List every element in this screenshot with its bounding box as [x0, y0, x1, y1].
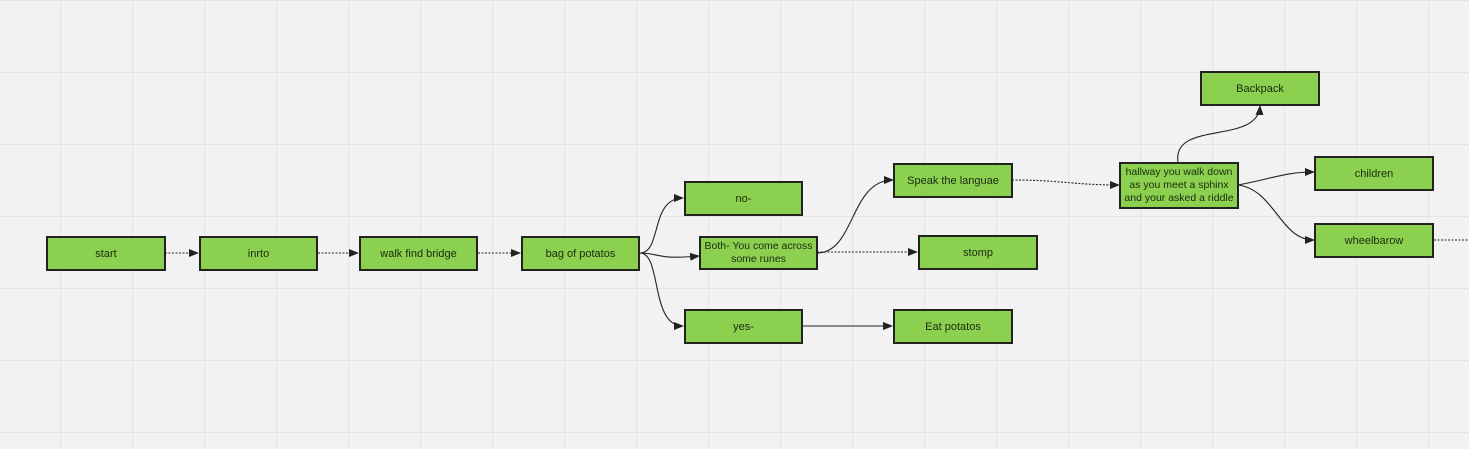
edge-hallway-backpack[interactable] [1175, 105, 1264, 172]
node-start-label: start [95, 247, 117, 260]
node-no[interactable]: no- [684, 181, 803, 216]
node-children-label: children [1354, 167, 1394, 180]
node-children[interactable]: children [1314, 156, 1434, 191]
node-yes[interactable]: yes- [684, 309, 803, 344]
node-speak-the-languae[interactable]: Speak the languae [893, 163, 1013, 198]
node-bag-of-potatos-label: bag of potatos [545, 247, 616, 260]
edge-bag-both[interactable] [639, 252, 700, 261]
node-speak-the-languae-label: Speak the languae [907, 174, 999, 187]
node-hallway-label: hallway you walk down as you meet a sphi… [1124, 166, 1234, 204]
node-backpack[interactable]: Backpack [1200, 71, 1320, 106]
node-hallway[interactable]: hallway you walk down as you meet a sphi… [1119, 162, 1239, 209]
node-start[interactable]: start [46, 236, 166, 271]
edge-bag-no[interactable] [639, 194, 684, 254]
node-walk-find-bridge-label: walk find bridge [380, 247, 457, 260]
node-eat-potatos[interactable]: Eat potatos [893, 309, 1013, 344]
node-walk-find-bridge[interactable]: walk find bridge [359, 236, 478, 271]
node-both[interactable]: Both- You come across some runes [699, 236, 818, 270]
edge-both-speak[interactable] [816, 176, 894, 254]
node-wheelbarow-label: wheelbarow [1344, 234, 1404, 247]
node-stomp[interactable]: stomp [918, 235, 1038, 270]
node-yes-label: yes- [733, 320, 754, 333]
node-stomp-label: stomp [963, 246, 993, 259]
node-no-label: no- [735, 192, 752, 205]
node-inrto-label: inrto [247, 247, 270, 260]
node-wheelbarow[interactable]: wheelbarow [1314, 223, 1434, 258]
node-backpack-label: Backpack [1236, 82, 1284, 95]
node-both-label: Both- You come across some runes [704, 240, 813, 265]
node-inrto[interactable]: inrto [199, 236, 318, 271]
edge-hallway-wheelbarow[interactable] [1237, 184, 1315, 244]
edge-speak-hallway[interactable] [1011, 179, 1120, 189]
edge-bag-yes[interactable] [639, 252, 684, 330]
node-eat-potatos-label: Eat potatos [925, 320, 981, 333]
node-bag-of-potatos[interactable]: bag of potatos [521, 236, 640, 271]
edge-hallway-children[interactable] [1228, 168, 1315, 191]
